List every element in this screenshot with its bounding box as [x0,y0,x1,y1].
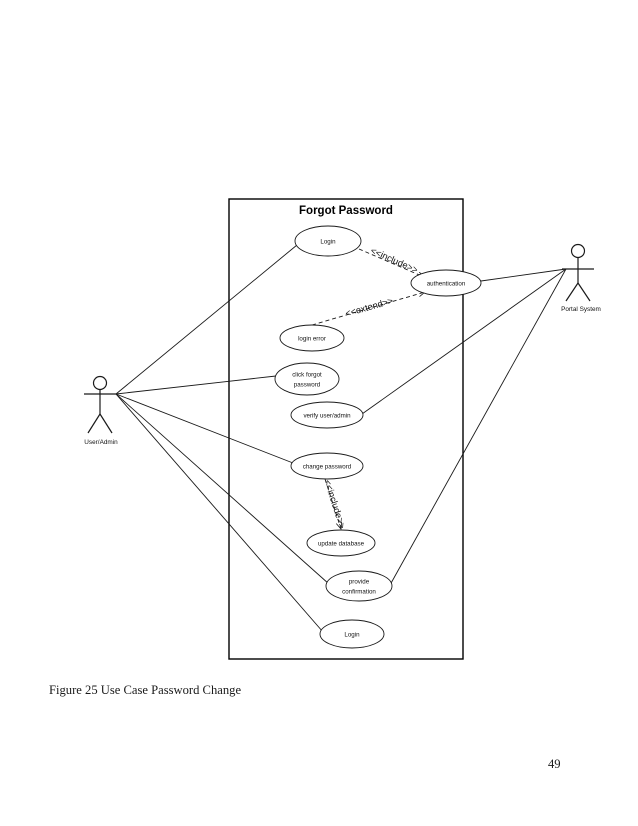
use-case-login-bottom-label: Login [344,632,360,639]
page-number: 49 [548,757,561,771]
use-case-login-top[interactable] [294,225,362,257]
use-case-login-error[interactable] [279,324,345,352]
include-changepassword-updatedatabase-line [324,478,341,529]
use-case-provide-confirmation-label-line2: confirmation [342,589,376,596]
association-portal-verify-user-admin [361,268,567,415]
use-case-authentication[interactable] [410,269,482,297]
use-case-verify-user-admin-label: verify user/admin [303,413,351,420]
actor-portal-system-label: Portal System [561,306,601,313]
use-case-verify-user-admin[interactable] [290,401,364,429]
actor-portal-system-leg-right [577,282,591,302]
actor-portal-system-leg-left [565,282,579,302]
use-case-login-error-label: login error [298,336,326,343]
association-user-login-top [115,244,298,395]
use-case-authentication-label: authentication [427,281,466,288]
use-case-update-database[interactable] [306,529,376,557]
use-case-change-password-label: change password [303,464,352,471]
use-case-login-top-label: Login [320,239,336,246]
actor-user-admin-leg-right [99,413,113,434]
association-user-click-forgot-password [115,375,277,395]
use-case-provide-confirmation[interactable] [325,570,393,602]
use-case-change-password[interactable] [290,452,364,480]
system-boundary-title: Forgot Password [299,205,393,217]
association-portal-provide-confirmation [389,268,567,586]
actor-portal-system[interactable]: Portal System [561,243,601,314]
association-portal-authentication [480,268,567,282]
actor-user-admin-label: User/Admin [84,439,118,446]
extend-loginerror-authentication-line [311,292,425,326]
use-case-click-forgot-password-label-line1: click forgot [292,372,322,379]
association-user-login-bottom [115,393,324,633]
use-case-provide-confirmation-label-line1: provide [349,579,370,586]
figure-caption: Figure 25 Use Case Password Change [49,683,242,697]
actor-user-admin-head [92,375,108,391]
use-case-click-forgot-password-label-line2: password [294,382,321,389]
actor-portal-system-head [570,243,586,259]
actor-user-admin[interactable]: User/Admin [84,375,118,447]
actor-user-admin-leg-left [87,413,101,434]
association-user-provide-confirmation [115,393,330,585]
use-case-login-bottom[interactable] [319,619,385,649]
use-case-update-database-label: update database [318,541,365,548]
include-login-authentication-line [358,248,424,277]
use-case-click-forgot-password[interactable] [274,362,340,396]
association-user-change-password [115,393,294,464]
